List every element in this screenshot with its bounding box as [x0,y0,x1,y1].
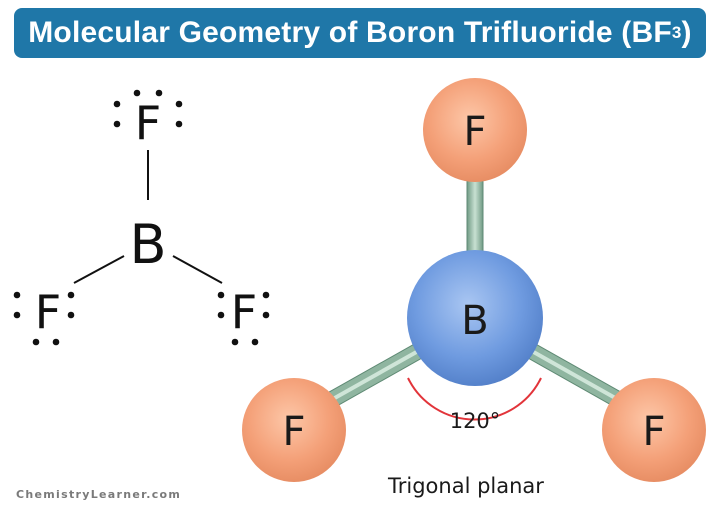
lewis-bond-left [73,255,125,284]
fluorine-atom-bottom-right [602,378,706,482]
lewis-central-atom: B [129,213,166,276]
fluorine-label-top: F [463,109,486,155]
bond-angle-arc [407,377,542,421]
boron-atom [407,250,543,386]
fluorine-label-bottom-left: F [282,409,305,455]
lewis-top-atom: F [135,96,161,150]
title-close: ) [681,16,692,49]
title-banner: Molecular Geometry of Boron Trifluoride … [14,8,706,58]
fluorine-atom-bottom-left [242,378,346,482]
ball-and-stick-model: B F F F 120° [242,78,706,482]
fluorine-label-bottom-right: F [642,409,665,455]
lewis-lone-pairs-left [13,291,75,346]
geometry-caption: Trigonal planar [388,474,544,498]
title-subscript: 3 [671,23,682,42]
lewis-lone-pairs-right [217,291,270,346]
title-text: Molecular Geometry of Boron Trifluoride … [28,16,672,49]
lewis-right-atom: F [231,285,257,339]
fluorine-atom-top [423,78,527,182]
bond-angle-label: 120° [450,409,501,433]
credit-text: ChemistryLearner.com [16,488,182,501]
lewis-structure: B F F F [13,89,270,346]
lewis-lone-pairs-top [113,89,183,128]
boron-label: B [461,298,488,344]
lewis-bond-right [172,255,223,284]
lewis-left-atom: F [35,285,61,339]
